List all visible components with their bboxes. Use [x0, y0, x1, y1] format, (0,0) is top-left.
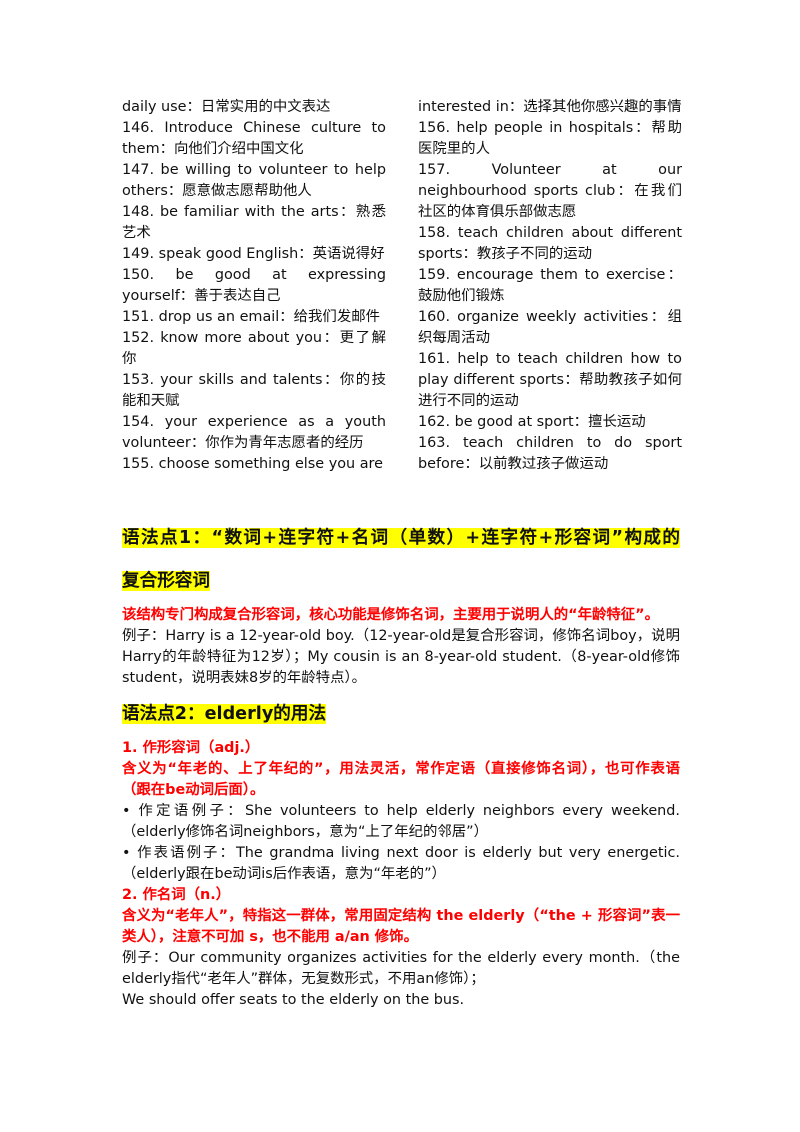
vocab-item: 160. organize weekly activities：组织每周活动: [418, 309, 682, 346]
vocab-column-left: daily use：日常实用的中文表达 146. Introduce Chine…: [122, 97, 386, 475]
vocab-column-right: interested in：选择其他你感兴趣的事情 156. help peop…: [418, 97, 682, 475]
vocab-item: 147. be willing to volunteer to help oth…: [122, 162, 386, 199]
grammar-1-rule: 该结构专门构成复合形容词，核心功能是修饰名词，主要用于说明人的“年龄特征”。: [122, 607, 659, 623]
vocab-item: daily use：日常实用的中文表达: [122, 99, 331, 115]
vocab-item: interested in：选择其他你感兴趣的事情: [418, 99, 682, 115]
vocab-item: 149. speak good English：英语说得好: [122, 246, 385, 262]
grammar-2-sub2-rule: 含义为“老年人”，特指这一群体，常用固定结构 the elderly（“the …: [122, 908, 680, 945]
vocab-item: 157. Volunteer at our neighbourhood spor…: [418, 162, 682, 220]
grammar-2-sub1-rule: 含义为“年老的、上了年纪的”，用法灵活，常作定语（直接修饰名词），也可作表语（跟…: [122, 761, 680, 798]
vocab-item: 159. encourage them to exercise：鼓励他们锻炼: [418, 267, 682, 304]
grammar-2-sub2-heading: 2. 作名词（n.）: [122, 887, 231, 903]
vocab-item: 151. drop us an email：给我们发邮件: [122, 309, 380, 325]
grammar-2-sub2-example-2: We should offer seats to the elderly on …: [122, 992, 465, 1008]
grammar-2-sub2-example-1: 例子：Our community organizes activities fo…: [122, 950, 680, 987]
vocab-item: 158. teach children about different spor…: [418, 225, 682, 262]
vocab-item: 146. Introduce Chinese culture to them：向…: [122, 120, 386, 157]
grammar-2-title: 语法点2：elderly的用法: [122, 701, 680, 728]
grammar-1-title: 语法点1：“数词+连字符+名词（单数）+连字符+形容词”构成的: [122, 525, 680, 552]
grammar-1-title-text-2: 复合形容词: [122, 571, 210, 591]
vocab-item: 153. your skills and talents：你的技能和天赋: [122, 372, 386, 409]
grammar-2-sub1-example-2: • 作表语例子：The grandma living next door is …: [122, 845, 680, 882]
grammar-2-sub1-heading: 1. 作形容词（adj.）: [122, 740, 260, 756]
vocab-item: 148. be familiar with the arts：熟悉艺术: [122, 204, 386, 241]
grammar-section: 语法点1：“数词+连字符+名词（单数）+连字符+形容词”构成的 复合形容词 该结…: [122, 525, 680, 1011]
vocab-item: 162. be good at sport：擅长运动: [418, 414, 646, 430]
grammar-1-example: 例子：Harry is a 12-year-old boy.（12-year-o…: [122, 628, 680, 686]
vocab-item: 163. teach children to do sport before：以…: [418, 435, 682, 472]
grammar-1-title-text: 语法点1：“数词+连字符+名词（单数）+连字符+形容词”构成的: [122, 528, 680, 548]
vocab-item: 152. know more about you：更了解你: [122, 330, 386, 367]
grammar-2-sub1-example-1: • 作定语例子：She volunteers to help elderly n…: [122, 803, 680, 840]
vocab-item: 156. help people in hospitals：帮助医院里的人: [418, 120, 682, 157]
vocab-item: 155. choose something else you are: [122, 456, 384, 472]
grammar-2-title-text: 语法点2：elderly的用法: [122, 704, 327, 724]
grammar-1-title-cont: 复合形容词: [122, 568, 680, 595]
vocab-columns: daily use：日常实用的中文表达 146. Introduce Chine…: [122, 97, 682, 475]
vocab-item: 150. be good at expressing yourself：善于表达…: [122, 267, 386, 304]
vocab-item: 161. help to teach children how to play …: [418, 351, 682, 409]
vocab-item: 154. your experience as a youth voluntee…: [122, 414, 386, 451]
